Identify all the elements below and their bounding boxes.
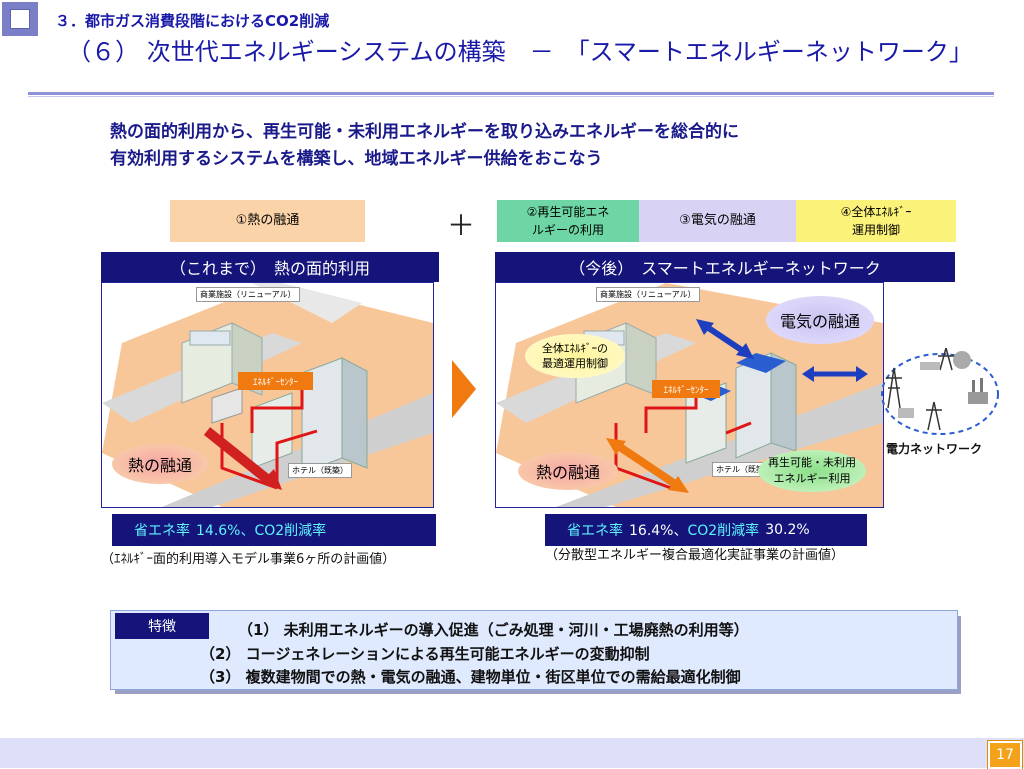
lead-line-2: 有効利用するシステムを構築し、地域エネルギー供給をおこなう xyxy=(110,149,603,169)
right-label-commercial: 商業施設（リニューアル） xyxy=(596,287,700,302)
tag-overall-control: ④全体ｴﾈﾙｷﾞｰ 運用制御 xyxy=(796,200,956,242)
left-label-commercial: 商業施設（リニューアル） xyxy=(196,287,300,302)
page-title: （６） 次世代エネルギーシステムの構築 － 「スマートエネルギーネットワーク」 xyxy=(67,38,973,66)
left-panel-heading: （これまで） 熱の面的利用 xyxy=(101,252,439,282)
right-note: （分散型エネルギー複合最適化実証事業の計画値） xyxy=(545,548,845,563)
tag-renewable-line1: ②再生可能エネ xyxy=(526,205,610,219)
title-rule xyxy=(28,92,994,95)
left-result-prefix: 省エネ率 xyxy=(134,523,190,539)
lead-line-1: 熱の面的利用から、再生可能・未利用エネルギーを取り込みエネルギーを総合的に xyxy=(110,122,739,142)
tag-renewable: ②再生可能エネ ルギーの利用 xyxy=(497,200,639,242)
features-label: 特徴 xyxy=(115,613,209,639)
right-control-line2: 最適運用制御 xyxy=(542,357,608,370)
plus-sign: ＋ xyxy=(447,209,476,242)
right-result-value-b: 30.2% xyxy=(765,522,810,538)
feature-item-3: （3） 複数建物間での熱・電気の融通、建物単位・街区単位での需給最適化制御 xyxy=(200,668,741,686)
right-result-bar: 省エネ率 16.4%、 CO2削減率 30.2% xyxy=(545,514,867,546)
grid-label: 電力ネットワーク xyxy=(886,442,983,456)
left-result-value: 14.6%、CO2削減率 xyxy=(196,523,327,539)
right-result-prefix: 省エネ率 xyxy=(567,523,623,539)
corner-square-icon xyxy=(2,2,38,36)
feature-item-2: （2） コージェネレーションによる再生可能エネルギーの変動抑制 xyxy=(200,645,650,663)
tag-heat: ①熱の融通 xyxy=(170,200,365,242)
right-control-bubble: 全体ｴﾈﾙｷﾞｰの 最適運用制御 xyxy=(525,334,625,378)
tag-overall-line1: ④全体ｴﾈﾙｷﾞｰ xyxy=(840,205,912,219)
right-heat-bubble: 熱の融通 xyxy=(518,452,618,490)
right-renewable-line2: エネルギー利用 xyxy=(773,472,851,485)
page-number: 17 xyxy=(987,740,1023,769)
tag-electric: ③電気の融通 xyxy=(639,200,796,242)
left-heat-bubble: 熱の融通 xyxy=(112,444,208,484)
feature-item-1: （1） 未利用エネルギーの導入促進（ごみ処理・河川・工場廃熱の利用等） xyxy=(238,621,749,639)
left-result-bar: 省エネ率 14.6%、CO2削減率 xyxy=(112,514,436,546)
title-rule-thin xyxy=(28,96,994,97)
right-renewable-line1: 再生可能・未利用 xyxy=(768,456,856,469)
footer-bar xyxy=(0,738,1024,768)
right-control-line1: 全体ｴﾈﾙｷﾞｰの xyxy=(542,342,608,355)
power-grid-icon xyxy=(802,348,999,435)
right-result-mid: CO2削減率 xyxy=(687,523,760,539)
right-panel-heading: （今後） スマートエネルギーネットワーク xyxy=(495,252,955,282)
transition-arrow-icon xyxy=(452,360,476,418)
lead-text: 熱の面的利用から、再生可能・未利用エネルギーを取り込みエネルギーを総合的に 有効… xyxy=(110,119,739,173)
left-energy-center-label: ｴﾈﾙｷﾞｰｾﾝﾀｰ xyxy=(238,372,313,390)
tag-renewable-line2: ルギーの利用 xyxy=(531,223,604,237)
right-result-value-a: 16.4%、 xyxy=(629,523,688,539)
left-label-hotel: ホテル（既築） xyxy=(288,463,352,478)
right-renewable-bubble: 再生可能・未利用 エネルギー利用 xyxy=(758,450,866,492)
tag-overall-line2: 運用制御 xyxy=(851,223,900,237)
right-energy-center-label: ｴﾈﾙｷﾞｰｾﾝﾀｰ xyxy=(652,380,720,398)
features-box xyxy=(110,610,958,690)
left-note: （ｴﾈﾙｷﾞｰ面的利用導入モデル事業6ヶ所の計画値） xyxy=(101,552,396,567)
right-electric-bubble: 電気の融通 xyxy=(766,296,874,344)
section-heading: ３．都市ガス消費段階におけるCO2削減 xyxy=(55,12,330,30)
